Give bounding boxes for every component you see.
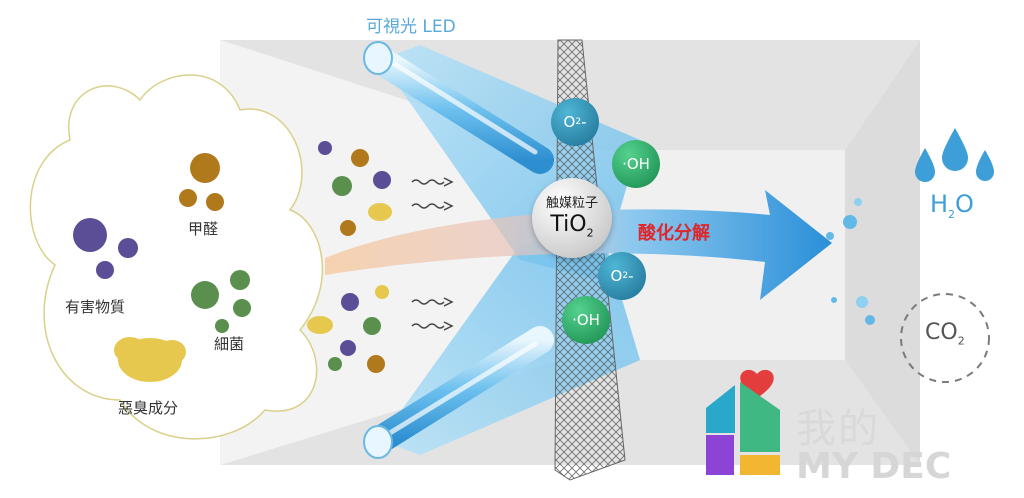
catalyst-formula: TiO2 [532, 212, 612, 239]
harmful-substance-label: 有害物質 [65, 298, 126, 316]
o-symbol: O [955, 190, 974, 218]
formaldehyde-particles [179, 153, 224, 211]
harmful-substance-particles [73, 218, 138, 279]
h-subscript: 2 [948, 207, 956, 221]
h2o-label: H2O [930, 190, 974, 221]
co2-label: CO2 [925, 320, 965, 347]
floating-pollutants [307, 141, 392, 373]
o2-charge: - [581, 113, 587, 131]
o2-symbol: O [563, 113, 576, 131]
o2-subscript: 2 [575, 117, 582, 127]
bacteria-particles [191, 270, 251, 333]
wavy-flow-marks [411, 177, 454, 331]
o2-symbol: O [610, 267, 623, 285]
hydroxyl-radical-top: ·OH [612, 140, 660, 188]
odor-component-label: 惡臭成分 [118, 399, 179, 417]
led-tube-top [363, 41, 554, 174]
product-bubbles [826, 198, 875, 325]
catalyst-label: 触媒粒子 [545, 196, 598, 211]
formaldehyde-label: 甲醛 [188, 220, 219, 238]
catalyst-filter-mesh [554, 39, 626, 481]
pollutant-cloud [29, 74, 324, 440]
watermark-text-en: MY DEC [796, 446, 952, 487]
o2-charge: - [628, 267, 634, 285]
tio-subscript: 2 [586, 226, 594, 240]
led-tube-bottom [363, 326, 554, 459]
o2-subscript: 2 [622, 271, 629, 281]
tio-symbol: TiO [550, 212, 587, 237]
bacteria-label: 細菌 [214, 335, 245, 353]
co-symbol: CO [925, 320, 958, 345]
watermark-text-cn: 我的 [796, 406, 880, 452]
co2-circle [900, 293, 990, 383]
co-subscript: 2 [957, 334, 965, 348]
h-symbol: H [930, 190, 949, 218]
visible-light-led-label: 可視光 LED [366, 17, 456, 37]
oxidative-decomposition-label: 酸化分解 [638, 223, 710, 244]
odor-blob [114, 337, 186, 382]
catalyst-particle: 触媒粒子 TiO2 [532, 178, 612, 258]
hydroxyl-radical-bottom: ·OH [562, 296, 610, 344]
watermark-logo [706, 369, 780, 475]
water-drop-icons [915, 128, 994, 182]
